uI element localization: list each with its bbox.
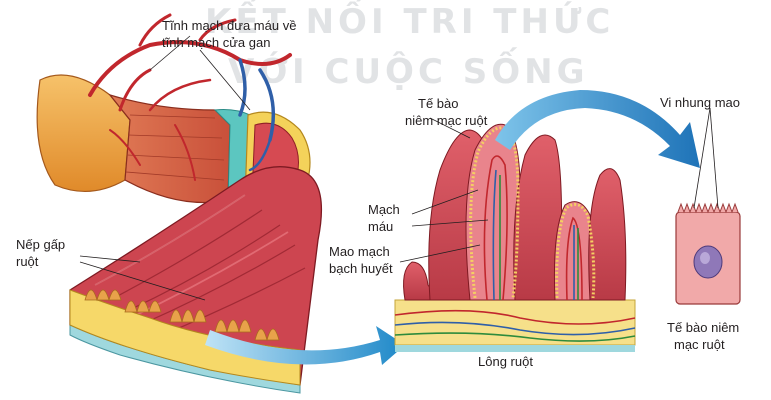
label-vessel-line1: Mạch <box>368 202 400 217</box>
leader-lines <box>79 35 719 301</box>
arrow-to-villi <box>205 326 405 365</box>
label-microvilli: Vi nhung mao <box>660 95 740 110</box>
watermark-line1: KẾT NỐI TRI THỨC <box>205 2 615 42</box>
villus-section <box>394 123 636 352</box>
label-fold-line1: Nếp gấp <box>16 237 66 252</box>
label-mucosa-line1: Tế bào <box>418 96 459 111</box>
label-vein-line1: Tĩnh mạch đưa máu về <box>162 18 297 33</box>
label-vessel-line2: máu <box>368 219 394 234</box>
label-vein-line2: tĩnh mạch cửa gan <box>162 35 271 50</box>
label-villus: Lông ruột <box>478 354 533 369</box>
intestine-tube <box>36 74 323 394</box>
veins <box>88 13 292 181</box>
label-mucosa-line2: niêm mạc ruột <box>405 113 488 128</box>
label-cell-line2: mạc ruột <box>674 337 725 352</box>
label-lymph-line2: bạch huyết <box>329 261 393 276</box>
arrow-to-cell <box>495 90 700 168</box>
label-cell-line1: Tế bào niêm <box>667 320 740 335</box>
intestinal-cell <box>675 202 741 305</box>
label-lymph-line1: Mao mạch <box>329 244 390 259</box>
label-fold-line2: ruột <box>16 254 39 269</box>
